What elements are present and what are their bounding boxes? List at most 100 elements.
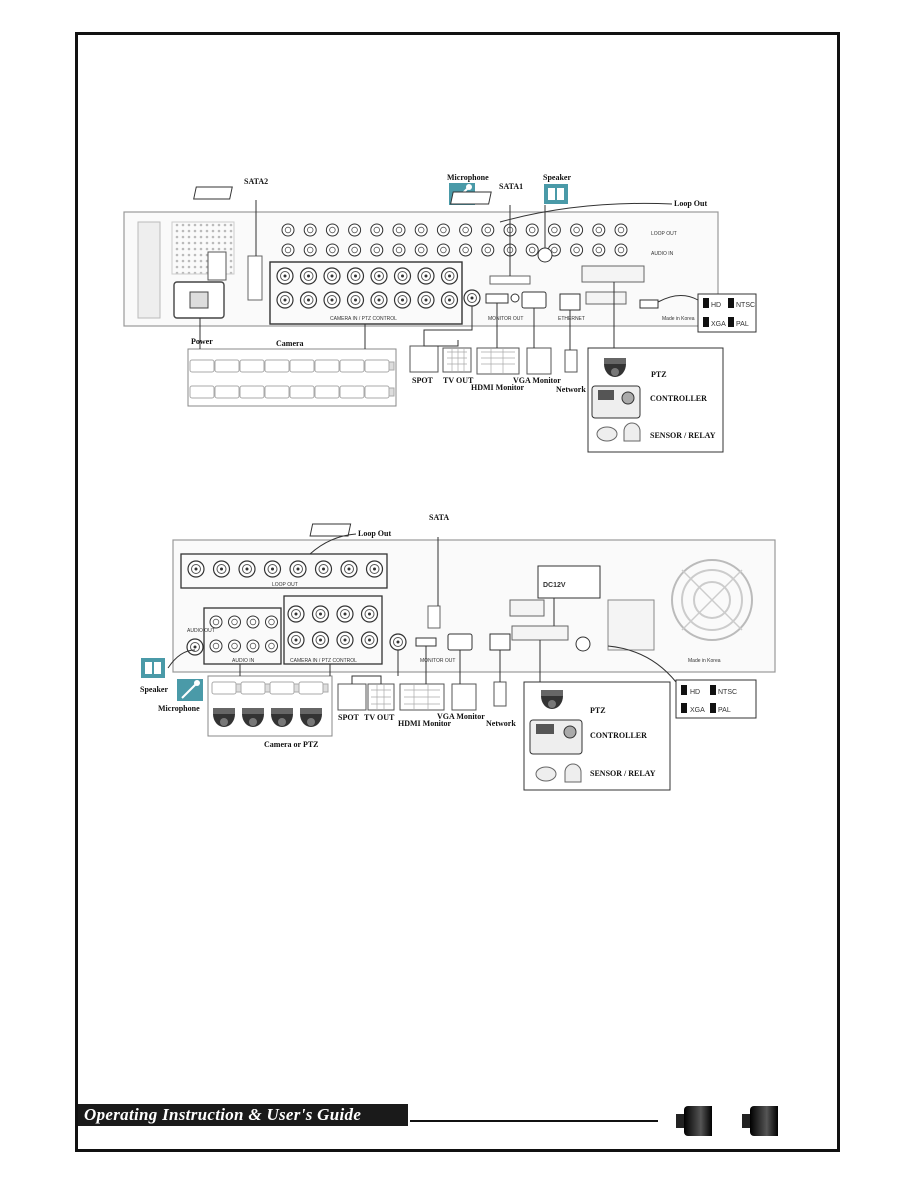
ptz-label-2: PTZ bbox=[590, 706, 606, 715]
vga-monitor-icon bbox=[526, 347, 552, 375]
camera-in-connector-2 bbox=[311, 605, 330, 623]
power-switch bbox=[207, 251, 227, 281]
hdmi-monitor-label-2: HDMI Monitor bbox=[398, 719, 452, 728]
sata2-drive-icon bbox=[193, 186, 233, 200]
camera-icon-2 bbox=[240, 681, 271, 695]
loop-out-connector-2 bbox=[238, 560, 256, 578]
camera-in-connector bbox=[440, 291, 459, 309]
loop-out-connector bbox=[481, 223, 495, 237]
audio-in-connector-2 bbox=[209, 639, 223, 653]
audio-in-connector bbox=[436, 243, 450, 257]
spot-out-connector-2 bbox=[389, 633, 407, 651]
audio-in-connector bbox=[414, 243, 428, 257]
camera-icon-left bbox=[676, 1106, 712, 1136]
terminal-block-2a bbox=[509, 599, 545, 617]
audio-in-connector-2 bbox=[246, 639, 260, 653]
loop-out-connector bbox=[436, 223, 450, 237]
vga-monitor-icon-2 bbox=[451, 683, 477, 711]
camera-in-connector bbox=[323, 291, 341, 309]
loop-out-connector-2 bbox=[263, 560, 282, 578]
ethernet-port-2 bbox=[489, 633, 511, 651]
audio-out-connector bbox=[186, 638, 204, 656]
hdmi-port bbox=[485, 293, 509, 304]
ethernet-port bbox=[559, 293, 581, 311]
sensor-icon bbox=[596, 426, 618, 442]
network-cable-icon-2 bbox=[493, 681, 507, 707]
switch-ntsc-label: NTSC bbox=[736, 302, 755, 309]
diagram-2: LOOP OUT AUDIO IN CAMERA IN / PTZ CONTRO… bbox=[140, 513, 776, 791]
loop-out-connector bbox=[414, 223, 428, 237]
sata1-port bbox=[489, 275, 531, 285]
audio-in-panel-text: AUDIO IN bbox=[651, 251, 674, 257]
loop-out-connector bbox=[547, 223, 561, 237]
microphone-label: Microphone bbox=[447, 173, 489, 182]
camera-in-connector bbox=[299, 267, 318, 285]
camera-icon-right bbox=[742, 1106, 778, 1136]
sata1-drive-icon bbox=[450, 191, 492, 205]
relay-icon-2 bbox=[564, 763, 582, 783]
loop-out-panel-text-2: LOOP OUT bbox=[272, 582, 298, 588]
vga-monitor-label: VGA Monitor bbox=[513, 376, 561, 385]
audio-in-connector-2 bbox=[228, 615, 241, 629]
dc-input-jack bbox=[575, 636, 591, 652]
audio-in-connector bbox=[392, 243, 406, 257]
terminal-block-top bbox=[581, 265, 645, 283]
loop-out-connector bbox=[348, 223, 362, 237]
camera-in-connector-2 bbox=[360, 631, 379, 649]
diagram-1: LOOP OUT AUDIO IN CAMERA IN / PTZ CONTRO… bbox=[123, 173, 757, 453]
loop-out-connector bbox=[570, 223, 584, 237]
switch-pal-label-2: PAL bbox=[718, 707, 731, 714]
loop-out-label: Loop Out bbox=[674, 199, 707, 208]
sata2-port bbox=[247, 255, 263, 301]
relay-icon bbox=[623, 422, 641, 442]
sensor-relay-label-2: SENSOR / RELAY bbox=[590, 769, 656, 778]
camera-in-connector-2 bbox=[287, 605, 305, 623]
audio-in-connector bbox=[370, 243, 384, 257]
monitor-out-panel-text-2: MONITOR OUT bbox=[420, 658, 455, 664]
spot-monitor-icon bbox=[409, 345, 439, 373]
camera-icon-2 bbox=[269, 681, 300, 695]
audio-in-panel-text-2: AUDIO IN bbox=[232, 658, 255, 664]
camera-in-connector-2 bbox=[336, 605, 354, 623]
audio-in-connector-2 bbox=[228, 639, 241, 653]
camera-icon bbox=[364, 359, 395, 373]
audio-in-connector-2 bbox=[265, 615, 278, 629]
speaker-icon bbox=[544, 184, 568, 204]
fan-grille bbox=[671, 559, 753, 641]
config-dip-switch bbox=[639, 299, 659, 309]
camera-icon-2 bbox=[298, 681, 329, 695]
loop-out-connector-2 bbox=[340, 560, 358, 578]
audio-in-connector bbox=[459, 243, 473, 257]
camera-in-connector-2 bbox=[311, 631, 330, 649]
camera-in-connector bbox=[370, 267, 388, 285]
switch-xga-label: XGA bbox=[711, 321, 726, 328]
sata1-label: SATA1 bbox=[499, 182, 523, 191]
audio-in-connector bbox=[614, 243, 628, 257]
loop-out-connector bbox=[392, 223, 406, 237]
audio-in-connector bbox=[570, 243, 584, 257]
sata-label: SATA bbox=[429, 513, 449, 522]
loop-out-connector bbox=[525, 223, 539, 237]
footer-rule bbox=[410, 1120, 658, 1122]
camera-in-connector bbox=[299, 291, 318, 309]
network-cable-icon bbox=[564, 349, 578, 373]
camera-in-connector bbox=[393, 267, 412, 285]
spot-out-connector bbox=[463, 289, 481, 307]
camera-icon-2 bbox=[211, 681, 242, 695]
camera-in-connector-2 bbox=[336, 631, 354, 649]
tv-out-monitor-icon bbox=[442, 347, 472, 373]
tv-out-label: TV OUT bbox=[443, 376, 474, 385]
loop-out-connector bbox=[614, 223, 628, 237]
ethernet-panel-text: ETHERNET bbox=[558, 316, 585, 322]
speaker-label-2: Speaker bbox=[140, 685, 168, 694]
audio-out-panel-text: AUDIO OUT bbox=[187, 628, 215, 634]
vga-port-2 bbox=[447, 633, 473, 651]
loop-out-connector bbox=[325, 223, 339, 237]
loop-out-connector bbox=[303, 223, 317, 237]
monitor-out-panel-text: MONITOR OUT bbox=[488, 316, 523, 322]
loop-out-connector-2 bbox=[187, 560, 205, 578]
network-label-2: Network bbox=[486, 719, 516, 728]
switch-hd-label-2: HD bbox=[690, 689, 700, 696]
audio-in-block bbox=[203, 607, 282, 665]
